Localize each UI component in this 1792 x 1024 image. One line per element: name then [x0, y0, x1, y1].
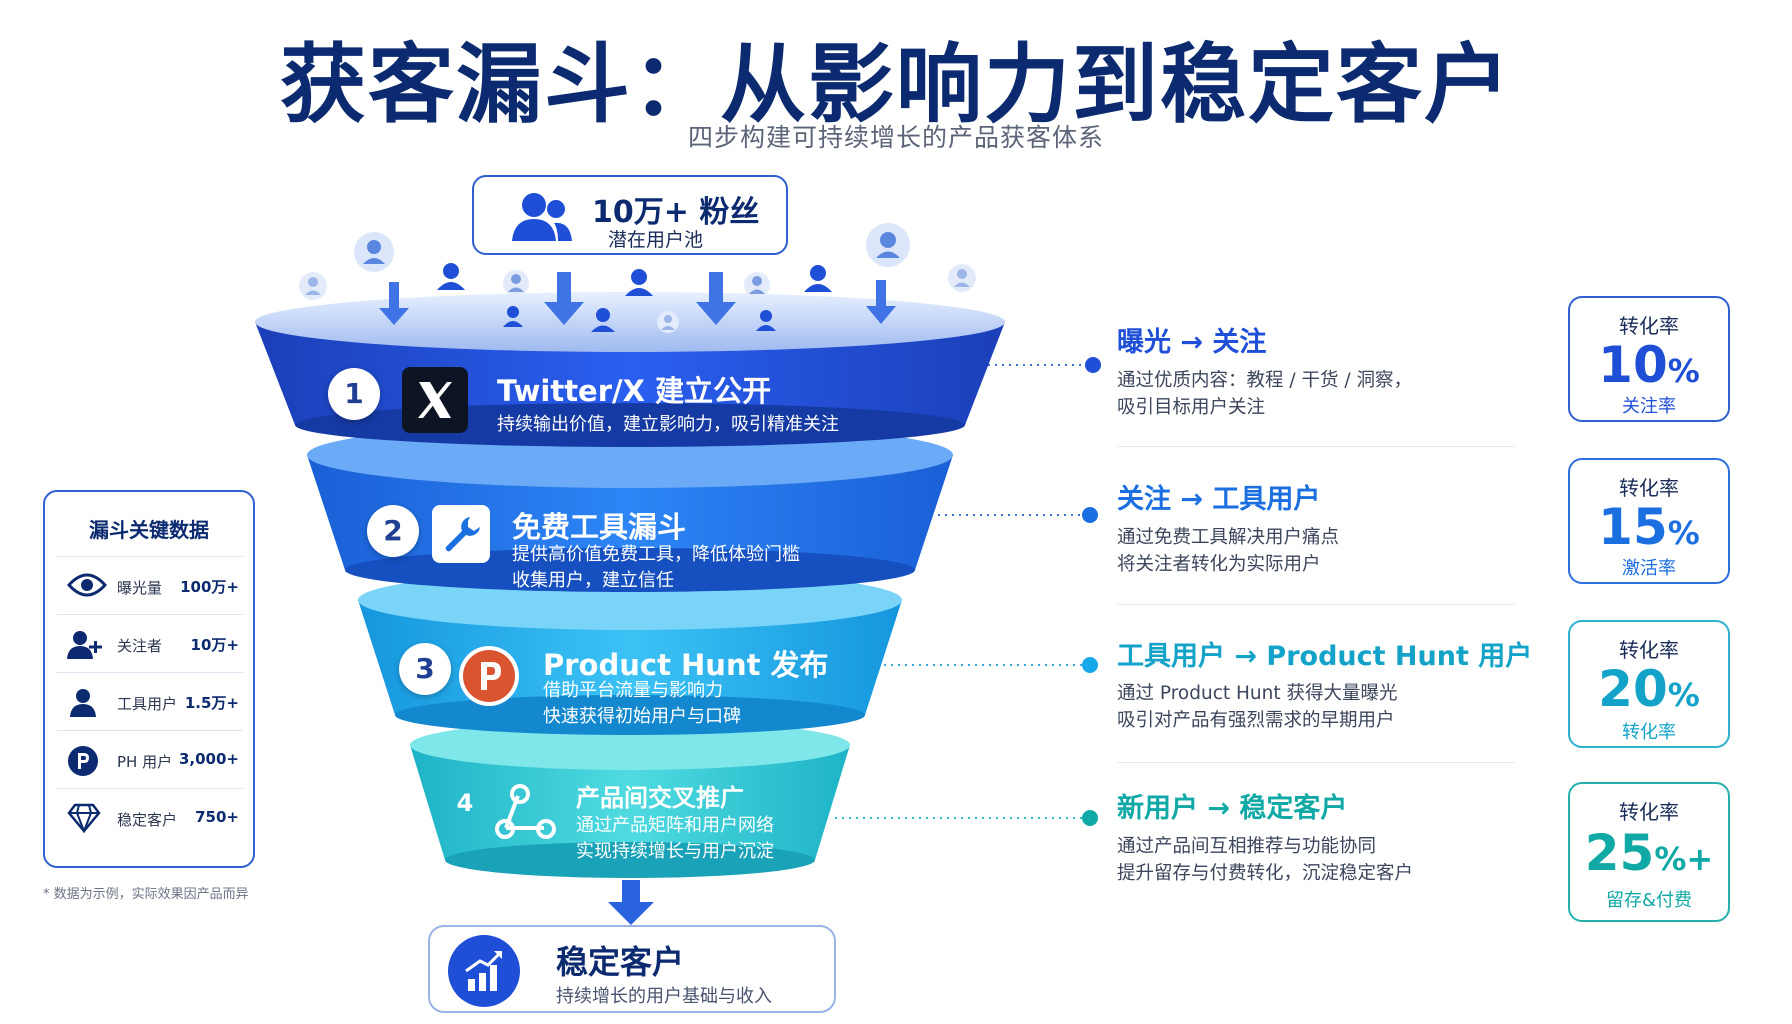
stage-1-title: Twitter/X 建立公开 — [497, 374, 772, 408]
rate-sub: 关注率 — [1622, 396, 1676, 417]
product-hunt-icon — [68, 746, 98, 776]
users-group-icon — [512, 193, 572, 241]
key-data-row: 关注者 10万+ — [57, 614, 243, 672]
connector-dot-3 — [1082, 657, 1098, 673]
stage-3-title: Product Hunt 发布 — [543, 648, 829, 682]
divider — [1117, 762, 1515, 763]
rate-box-2: 转化率 15% 激活率 — [1568, 458, 1730, 584]
page-title: 获客漏斗：从影响力到稳定客户 — [280, 35, 1512, 135]
transition-4-desc-2: 提升留存与付费转化，沉淀稳定客户 — [1117, 863, 1414, 884]
stage-3-desc-1: 借助平台流量与影响力 — [543, 680, 723, 701]
page-subtitle: 四步构建可持续增长的产品获客体系 — [687, 123, 1104, 152]
rate-value: 10% — [1598, 336, 1700, 394]
rate-sub: 留存&付费 — [1605, 890, 1693, 911]
key-data-row: 曝光量 100万+ — [57, 556, 243, 614]
key-data-row: PH 用户 3,000+ — [57, 730, 243, 788]
key-data-label: 工具用户 — [117, 695, 178, 713]
rate-box-3: 转化率 20% 转化率 — [1568, 620, 1730, 748]
stage-1-desc: 持续输出价值，建立影响力，吸引精准关注 — [497, 414, 839, 435]
fan-count: 10万+ 粉丝 — [592, 195, 760, 230]
transition-1-desc-1: 通过优质内容：教程 / 干货 / 洞察， — [1117, 370, 1412, 391]
product-hunt-icon — [459, 646, 519, 706]
stage-2-desc-1: 提供高价值免费工具，降低体验门槛 — [512, 544, 800, 565]
share-network-icon — [495, 784, 556, 839]
stage-3-number: 3 — [399, 643, 451, 695]
divider — [1117, 446, 1515, 447]
stage-4-desc-1: 通过产品矩阵和用户网络 — [576, 815, 774, 836]
transition-4-title: 新用户 → 稳定客户 — [1117, 793, 1348, 824]
connector-dot-1 — [1085, 357, 1101, 373]
key-data-label: PH 用户 — [117, 753, 173, 771]
key-data-label: 曝光量 — [117, 579, 163, 597]
transition-2-desc-2: 将关注者转化为实际用户 — [1117, 554, 1321, 575]
stage-2-desc-2: 收集用户，建立信任 — [512, 570, 674, 591]
pool-caption: 潜在用户池 — [608, 229, 704, 251]
key-data-row: 稳定客户 750+ — [57, 788, 243, 846]
stage-3-desc-2: 快速获得初始用户与口碑 — [543, 706, 741, 727]
output-arrow — [608, 880, 654, 925]
rate-label: 转化率 — [1619, 476, 1679, 500]
transition-2-desc-1: 通过免费工具解决用户痛点 — [1117, 527, 1340, 548]
stage-4-number: 4 — [456, 789, 474, 817]
key-data-label: 关注者 — [117, 637, 163, 655]
eye-icon — [67, 573, 107, 597]
x-logo-icon — [402, 367, 468, 433]
key-data-footnote: * 数据为示例，实际效果因产品而异 — [43, 887, 249, 902]
diamond-icon — [67, 803, 101, 833]
key-data-value: 1.5万+ — [184, 694, 239, 712]
stage-2-number: 2 — [367, 505, 419, 557]
transition-3-desc-2: 吸引对产品有强烈需求的早期用户 — [1117, 710, 1395, 731]
transition-3-title: 工具用户 → Product Hunt 用户 — [1117, 641, 1533, 672]
rate-sub: 转化率 — [1622, 722, 1676, 743]
stage-4-desc-2: 实现持续增长与用户沉淀 — [576, 841, 774, 862]
stage-2-title: 免费工具漏斗 — [512, 510, 687, 544]
rate-label: 转化率 — [1619, 314, 1679, 338]
key-data-value: 750+ — [195, 808, 239, 826]
user-icon — [70, 689, 96, 717]
transition-3-desc-1: 通过 Product Hunt 获得大量曝光 — [1117, 683, 1398, 704]
inflow-arrows — [379, 272, 896, 325]
connector-dot-4 — [1082, 810, 1098, 826]
rate-box-1: 转化率 10% 关注率 — [1568, 296, 1730, 422]
stable-customers-title: 稳定客户 — [556, 943, 685, 981]
rate-value: 20% — [1598, 660, 1700, 718]
key-data-label: 稳定客户 — [117, 811, 178, 829]
key-data-value: 3,000+ — [178, 750, 239, 768]
rate-label: 转化率 — [1619, 638, 1679, 662]
stable-customers-caption: 持续增长的用户基础与收入 — [556, 986, 772, 1007]
transition-2-title: 关注 → 工具用户 — [1117, 484, 1321, 515]
potential-user-pool: 10万+ 粉丝 潜在用户池 — [472, 175, 788, 255]
growth-chart-icon — [448, 935, 520, 1007]
rate-value: 15% — [1598, 498, 1700, 556]
rate-label: 转化率 — [1619, 800, 1679, 824]
connector-dot-2 — [1082, 507, 1098, 523]
rate-sub: 激活率 — [1622, 558, 1676, 579]
stage-4-title: 产品间交叉推广 — [576, 784, 744, 812]
stable-customers-box: 稳定客户 持续增长的用户基础与收入 — [428, 925, 836, 1013]
key-data-value: 100万+ — [180, 578, 239, 596]
rate-box-4: 转化率 25%+ 留存&付费 — [1568, 782, 1730, 922]
key-data-row: 工具用户 1.5万+ — [57, 672, 243, 730]
rate-value: 25%+ — [1584, 824, 1714, 882]
wrench-icon — [432, 505, 490, 563]
divider — [1117, 604, 1515, 605]
stage-1-number: 1 — [328, 368, 380, 420]
transition-4-desc-1: 通过产品间互相推荐与功能协同 — [1117, 836, 1377, 857]
key-data-panel: 漏斗关键数据 曝光量 100万+ 关注者 10万+ 工具用户 1.5万+ PH … — [43, 490, 255, 868]
transition-1-desc-2: 吸引目标用户关注 — [1117, 397, 1266, 418]
key-data-value: 10万+ — [190, 636, 239, 654]
user-plus-icon — [67, 631, 102, 659]
transition-1-title: 曝光 → 关注 — [1117, 327, 1267, 358]
key-data-title: 漏斗关键数据 — [89, 518, 209, 542]
incoming-users — [299, 223, 976, 333]
